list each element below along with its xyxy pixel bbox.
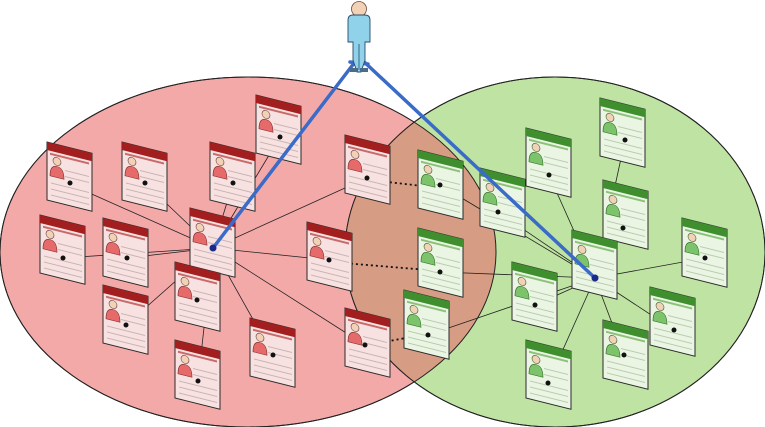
green-profile-card [649,286,696,357]
link-to-red-hub [211,56,360,250]
red-hub-node [209,244,217,252]
hub-nodes [209,244,599,282]
green-profile-card [417,227,464,298]
green-profile-card [403,289,450,360]
red-profile-card [39,214,86,285]
red-profile-card [255,94,302,165]
green-hub-node [591,274,599,282]
red-profile-card [174,261,221,332]
red-profile-card [344,134,391,205]
red-profile-card [46,141,93,212]
link-to-green-hub [358,56,597,280]
red-profile-card [344,307,391,378]
red-profile-card [121,141,168,212]
green-profile-card [599,97,646,168]
green-profile-card [525,127,572,198]
green-profile-card [511,261,558,332]
green-profile-card [525,339,572,410]
red-profile-card [102,284,149,355]
red-profile-card [174,339,221,410]
red-profile-card [189,207,236,278]
red-profile-card [102,217,149,288]
card-nodes [60,134,708,386]
green-profile-card [681,217,728,288]
user-icon [347,1,371,73]
green-profile-card [602,179,649,250]
red-profile-card [306,221,353,292]
